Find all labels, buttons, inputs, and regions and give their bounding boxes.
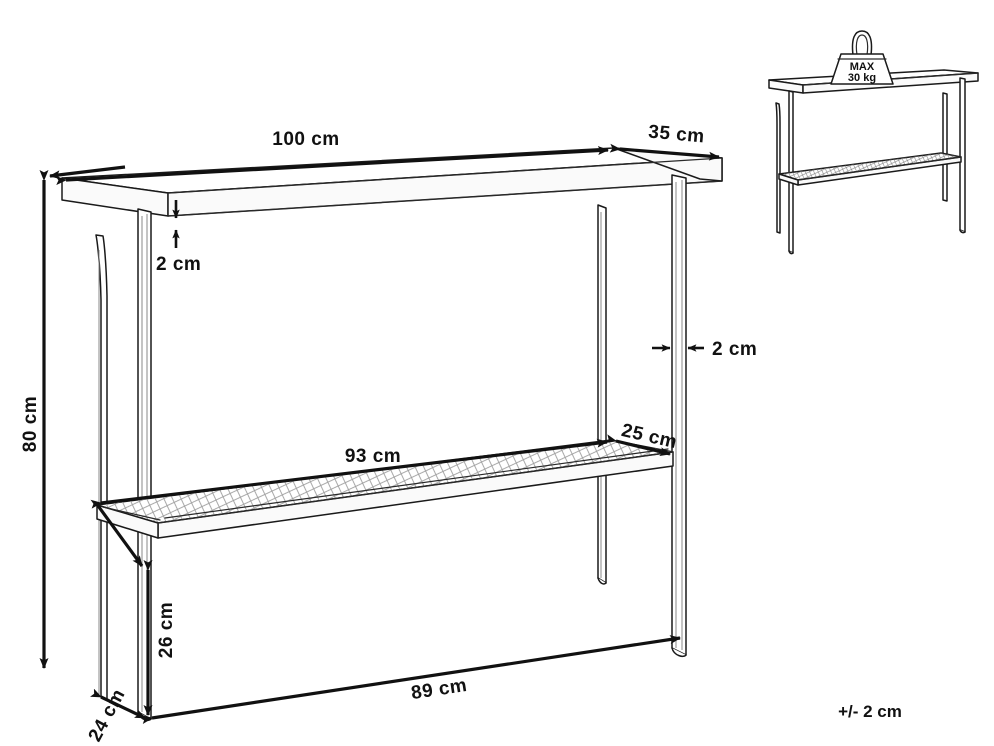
rear-left-leg (95, 234, 108, 701)
dimension-total-height: 80 cm (20, 165, 126, 669)
inset-lower-shelf (778, 152, 962, 186)
inset-load-capacity-illustration: MAX 30 kg (768, 30, 979, 255)
dimension-top-depth: 35 cm (609, 122, 720, 161)
dimension-base-width: 89 cm (141, 635, 681, 724)
tolerance-note: +/- 2 cm (838, 702, 902, 721)
dimension-shelf-width: 93 cm (90, 438, 608, 509)
front-right-leg (671, 174, 687, 658)
dimension-leg-width: 2 cm (652, 339, 757, 360)
dimension-base-depth-label: 24 cm (85, 686, 130, 746)
dimension-top-width-label: 100 cm (272, 129, 339, 150)
dimension-top-depth-label: 35 cm (647, 122, 705, 148)
table-top (61, 147, 723, 217)
dimension-shelf-height-label: 26 cm (156, 602, 177, 658)
main-table-illustration: 100 cm 35 cm 2 cm 2 cm 93 (20, 122, 757, 746)
inset-front-right-leg (959, 77, 966, 234)
max-load-line2-label: 30 kg (848, 72, 876, 84)
dimension-top-thickness: 2 cm (156, 200, 201, 275)
max-load-weight-icon (830, 30, 894, 85)
dimension-shelf-width-label: 93 cm (345, 446, 401, 467)
dimension-leg-width-label: 2 cm (712, 339, 757, 360)
dimension-top-width: 100 cm (55, 129, 609, 186)
max-load-line1-label: MAX (850, 61, 875, 73)
dimension-base-width-label: 89 cm (410, 675, 469, 704)
dimension-top-thickness-label: 2 cm (156, 254, 201, 275)
inset-rear-left-leg (775, 102, 781, 234)
rear-right-leg (597, 204, 607, 585)
dimension-base-depth: 24 cm (85, 686, 146, 746)
inset-rear-right-leg (942, 92, 948, 202)
dimension-total-height-label: 80 cm (20, 396, 41, 452)
